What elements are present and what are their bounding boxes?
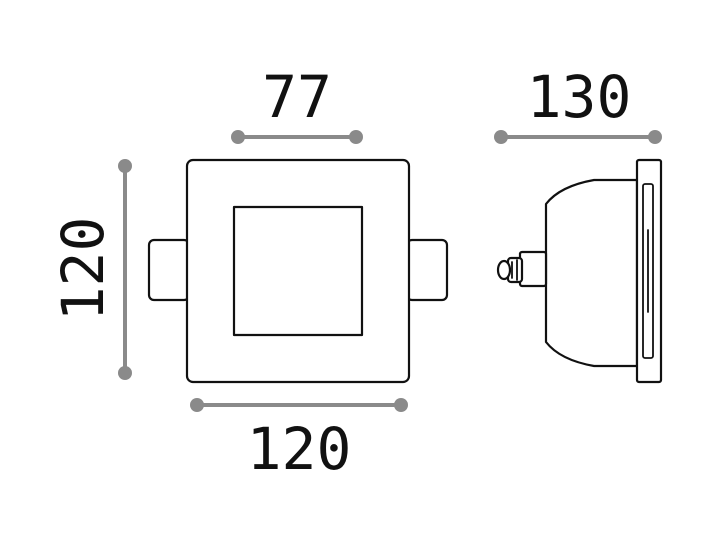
side-housing-body: [544, 178, 639, 368]
dimension-front-height: 120: [49, 159, 132, 380]
dimension-dot-side-depth-end: [648, 130, 662, 144]
dimension-side-depth: 130: [494, 63, 662, 144]
front-view: [147, 158, 449, 384]
side-view: [496, 158, 663, 384]
dimension-dot-inner-width-end: [349, 130, 363, 144]
side-connector-block: [518, 250, 548, 288]
side-front-flange: [635, 158, 663, 384]
side-connector-cap: [496, 259, 512, 281]
dimension-dot-front-height-end: [118, 366, 132, 380]
dimension-dot-inner-width-start: [231, 130, 245, 144]
front-inner-window: [232, 205, 364, 337]
dimension-front-width: 120: [190, 398, 408, 483]
side-connector-ring: [511, 259, 518, 281]
left-mounting-tab: [147, 238, 191, 302]
dimension-dot-front-height-start: [118, 159, 132, 173]
dimension-label-front-height: 120: [49, 217, 117, 322]
dimension-label-inner-width: 77: [262, 63, 332, 131]
dimension-label-front-width: 120: [247, 415, 352, 483]
dimension-label-side-depth: 130: [527, 63, 632, 131]
side-flange-inner-edge: [642, 183, 654, 359]
dimension-dot-front-width-start: [190, 398, 204, 412]
dimension-inner-width: 77: [231, 63, 363, 144]
dimension-dot-front-width-end: [394, 398, 408, 412]
dimension-dot-side-depth-start: [494, 130, 508, 144]
right-mounting-tab: [405, 238, 449, 302]
